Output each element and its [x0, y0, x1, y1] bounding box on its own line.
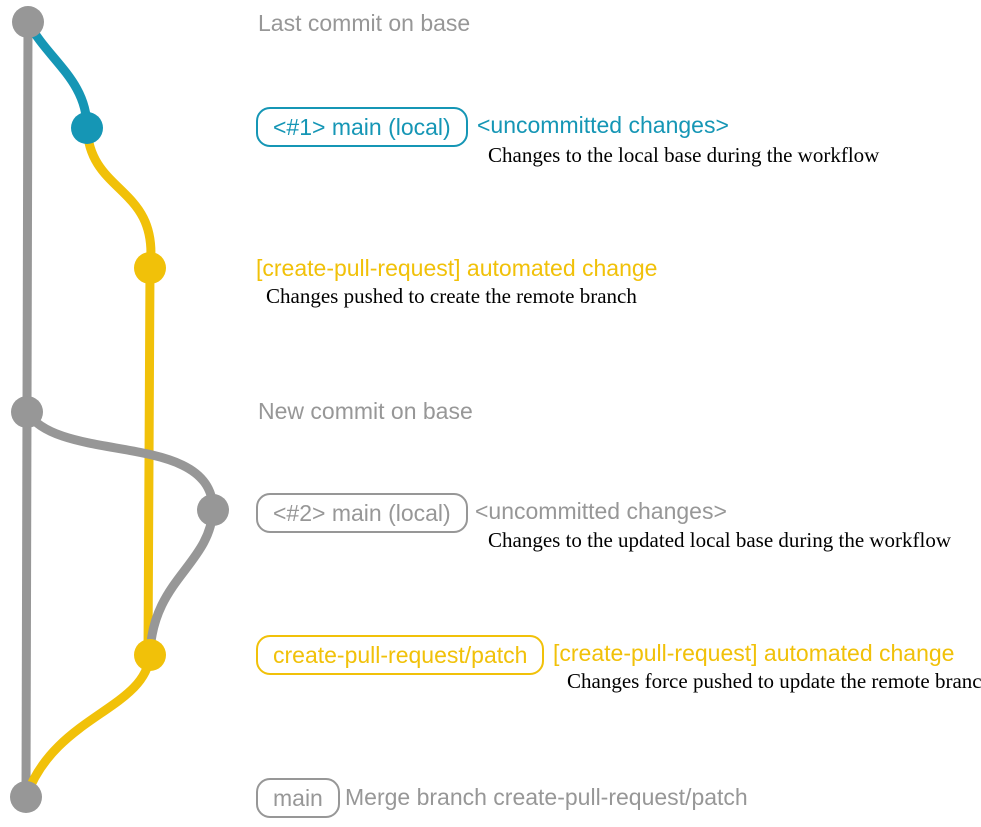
- note-local-base: Changes to the local base during the wor…: [488, 143, 880, 167]
- local-main-branch-line: [23, 17, 92, 133]
- commit-node-patch-1: [134, 252, 166, 284]
- uncommitted-changes-label-2: <uncommitted changes>: [475, 498, 727, 524]
- commit-message-automated-change-2: [create-pull-request] automated change: [553, 640, 955, 666]
- uncommitted-changes-label-1: <uncommitted changes>: [477, 112, 729, 138]
- commit-message-automated-change-1: [create-pull-request] automated change: [256, 255, 658, 281]
- commit-message-merge: Merge branch create-pull-request/patch: [345, 784, 748, 810]
- branch-badge-main-local-2: <#2> main (local): [256, 493, 468, 533]
- patch-merge-line: [21, 650, 155, 802]
- branch-badge-main: main: [256, 778, 340, 818]
- branch-badge-patch: create-pull-request/patch: [256, 635, 545, 675]
- last-commit-label: Last commit on base: [258, 10, 471, 36]
- commit-node-local-main-2: [197, 494, 229, 526]
- commit-node-new-base: [11, 396, 43, 428]
- patch-branch-out-line: [82, 123, 156, 273]
- note-updated-local-base: Changes to the updated local base during…: [488, 528, 952, 552]
- rebase-branch-out-line: [22, 407, 218, 515]
- commit-node-local-main-1: [71, 112, 103, 144]
- branch-badge-main-local-1: <#1> main (local): [256, 107, 468, 147]
- commit-node-merge: [10, 781, 42, 813]
- commit-node-patch-2: [134, 639, 166, 671]
- new-commit-label: New commit on base: [258, 398, 473, 424]
- rebase-merge-line: [145, 505, 218, 660]
- note-force-push: Changes force pushed to update the remot…: [567, 669, 981, 693]
- patch-branch-line: [143, 263, 155, 660]
- commit-node-last-base: [12, 6, 44, 38]
- note-push-create: Changes pushed to create the remote bran…: [266, 284, 637, 308]
